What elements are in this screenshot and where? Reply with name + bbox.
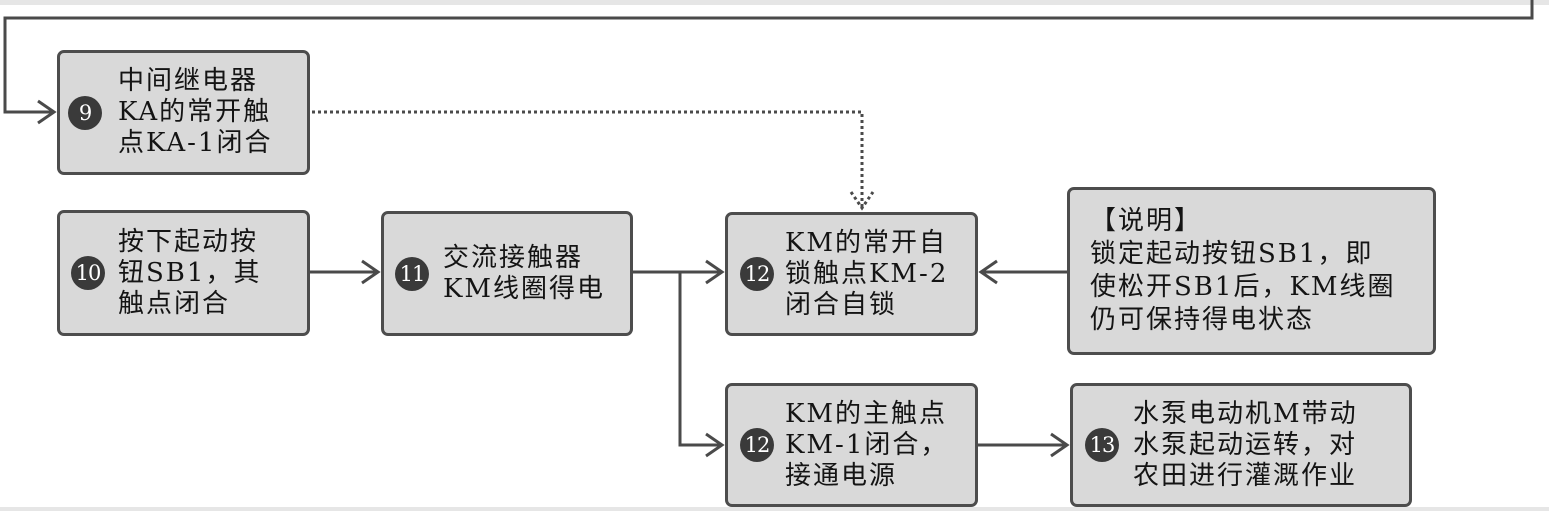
top-border-band [0,0,1549,5]
step-text: KM的常开自 锁触点KM-2 闭合自锁 [785,228,948,321]
step-text-line: 水泵起动运转，对 [1133,429,1358,460]
note-text-line: 使松开SB1后，KM线圈 [1090,272,1396,302]
step-text-line: 按下起动按 [118,226,259,257]
step-box-11: 11 交流接触器 KM线圈得电 [381,211,633,336]
step-text-line: 中间继电器 [118,66,259,96]
note-text-line: 仍可保持得电状态 [1090,305,1315,335]
step-text-line: 交流接触器 [443,242,584,273]
arrowhead-feed-to-9 [37,99,57,125]
step-number-badge: 12 [740,257,774,291]
step-text-line: 农田进行灌溉作业 [1133,460,1358,491]
step-text: 按下起动按 钮SB1，其 触点闭合 [118,227,261,320]
step-text-line: KM的主触点 [785,398,948,429]
step-box-13: 13 水泵电动机M带动 水泵起动运转，对 农田进行灌溉作业 [1070,383,1412,507]
step-box-10: 10 按下起动按 钮SB1，其 触点闭合 [57,210,310,336]
arrowhead-note-to-12a [978,259,998,285]
note-box: 【说明】 锁定起动按钮SB1，即 使松开SB1后，KM线圈 仍可保持得电状态 [1067,187,1436,355]
step-text: 交流接触器 KM线圈得电 [443,243,605,305]
step-text-line: KM-1闭合， [785,429,949,460]
note-title: 【说明】 [1090,206,1203,236]
arrowhead-11-to-12b [705,432,725,458]
connector-9-to-12a-dotted [312,110,864,207]
step-text-line: KM线圈得电 [443,273,606,304]
step-text-line: 锁触点KM-2 [785,258,949,289]
note-text: 【说明】 锁定起动按钮SB1，即 使松开SB1后，KM线圈 仍可保持得电状态 [1090,205,1396,337]
note-text-line: 锁定起动按钮SB1，即 [1090,239,1374,269]
step-text-line: 触点闭合 [118,288,231,319]
step-text-line: 水泵电动机M带动 [1133,398,1358,429]
step-text-line: 闭合自锁 [785,289,898,320]
step-box-12-self-lock: 12 KM的常开自 锁触点KM-2 闭合自锁 [725,212,978,336]
step-box-12-main-contact: 12 KM的主触点 KM-1闭合， 接通电源 [725,383,978,507]
connector-feed-to-9 [3,0,1534,114]
step-number-badge: 10 [71,256,105,290]
step-number-badge: 9 [68,95,102,130]
step-text-line: 钮SB1，其 [118,257,262,288]
step-number-badge: 12 [740,428,774,462]
step-number-badge: 11 [395,256,429,291]
bottom-border-band [0,507,1549,511]
connector-11-to-12b [678,272,722,447]
step-box-9: 9 中间继电器 KA的常开触 点KA-1闭合 [57,50,310,175]
step-text: 水泵电动机M带动 水泵起动运转，对 农田进行灌溉作业 [1133,399,1358,492]
arrowhead-10-to-11 [361,259,381,285]
arrowhead-12b-to-13 [1050,432,1070,458]
arrowhead-9-to-12a [849,191,875,211]
arrowhead-11-to-12a [705,259,725,285]
step-text-line: KM的常开自 [785,227,948,258]
step-text-line: 点KA-1闭合 [118,128,273,158]
step-text-line: 接通电源 [785,460,898,491]
step-text-line: KA的常开触 [118,97,272,127]
step-number-badge: 13 [1085,428,1119,462]
step-text: 中间继电器 KA的常开触 点KA-1闭合 [118,66,272,159]
step-text: KM的主触点 KM-1闭合， 接通电源 [785,399,948,492]
